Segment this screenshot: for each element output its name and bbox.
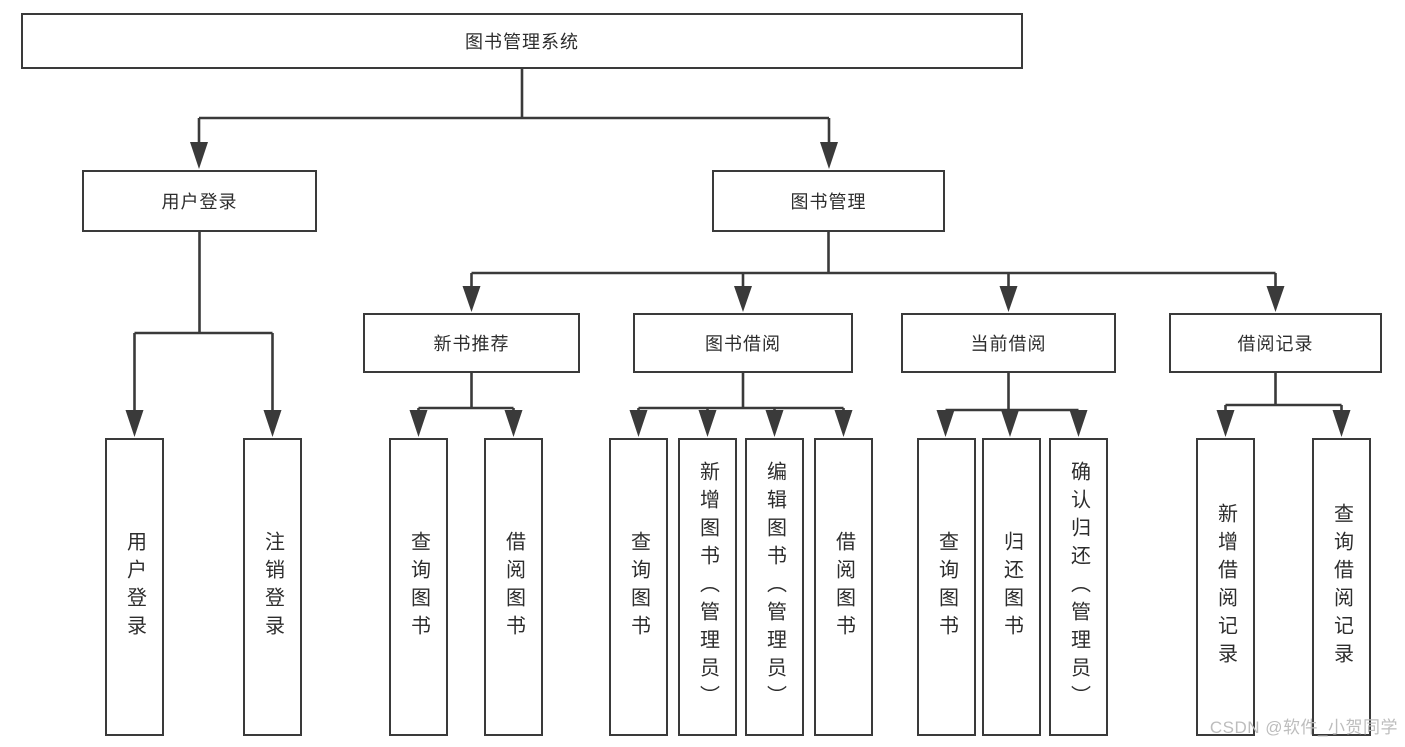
- node-leaf-add-borrow-record-label: 新增借阅记录: [1214, 503, 1237, 671]
- node-new-book-recommend: 新书推荐: [363, 313, 580, 373]
- node-leaf-logout-label: 注销登录: [261, 531, 284, 643]
- node-borrow-records: 借阅记录: [1169, 313, 1382, 373]
- node-leaf-add-borrow-record: 新增借阅记录: [1196, 438, 1255, 736]
- node-leaf-borrow-query-books: 查询图书: [609, 438, 668, 736]
- node-leaf-user-login-label: 用户登录: [123, 531, 146, 643]
- node-leaf-confirm-return-admin: 确认归还（管理员）: [1049, 438, 1108, 736]
- arrowhead-icons: [125, 142, 1351, 437]
- node-leaf-recommend-query-books-label: 查询图书: [407, 531, 430, 643]
- node-leaf-current-query-books: 查询图书: [917, 438, 976, 736]
- node-book-borrow: 图书借阅: [633, 313, 853, 373]
- node-root: 图书管理系统: [21, 13, 1023, 69]
- node-leaf-recommend-borrow-books: 借阅图书: [484, 438, 543, 736]
- node-book-management-label: 图书管理: [790, 192, 867, 212]
- node-leaf-current-query-books-label: 查询图书: [935, 531, 958, 643]
- csdn-watermark: CSDN @软件_小贺同学: [1209, 718, 1398, 737]
- node-current-borrow: 当前借阅: [901, 313, 1116, 373]
- node-leaf-borrow-books: 借阅图书: [814, 438, 873, 736]
- node-leaf-edit-books-admin: 编辑图书（管理员）: [745, 438, 804, 736]
- node-leaf-add-books-admin: 新增图书（管理员）: [678, 438, 737, 736]
- node-user-login: 用户登录: [82, 170, 317, 232]
- node-leaf-borrow-query-books-label: 查询图书: [627, 531, 650, 643]
- node-leaf-query-borrow-record-label: 查询借阅记录: [1330, 503, 1353, 671]
- node-leaf-borrow-books-label: 借阅图书: [832, 531, 855, 643]
- node-leaf-logout: 注销登录: [243, 438, 302, 736]
- node-user-login-label: 用户登录: [161, 192, 238, 212]
- node-leaf-recommend-borrow-books-label: 借阅图书: [502, 531, 525, 643]
- node-root-label: 图书管理系统: [465, 32, 579, 52]
- node-leaf-user-login: 用户登录: [105, 438, 164, 736]
- node-leaf-edit-books-admin-label: 编辑图书（管理员）: [763, 461, 786, 713]
- node-leaf-query-borrow-record: 查询借阅记录: [1312, 438, 1371, 736]
- node-current-borrow-label: 当前借阅: [970, 334, 1047, 354]
- node-leaf-confirm-return-admin-label: 确认归还（管理员）: [1067, 461, 1090, 713]
- node-book-management: 图书管理: [712, 170, 945, 232]
- node-leaf-recommend-query-books: 查询图书: [389, 438, 448, 736]
- node-leaf-return-books-label: 归还图书: [1000, 531, 1023, 643]
- node-leaf-return-books: 归还图书: [982, 438, 1041, 736]
- node-borrow-records-label: 借阅记录: [1237, 334, 1314, 354]
- node-book-borrow-label: 图书借阅: [705, 334, 781, 354]
- node-new-book-recommend-label: 新书推荐: [433, 334, 510, 354]
- node-leaf-add-books-admin-label: 新增图书（管理员）: [696, 461, 719, 713]
